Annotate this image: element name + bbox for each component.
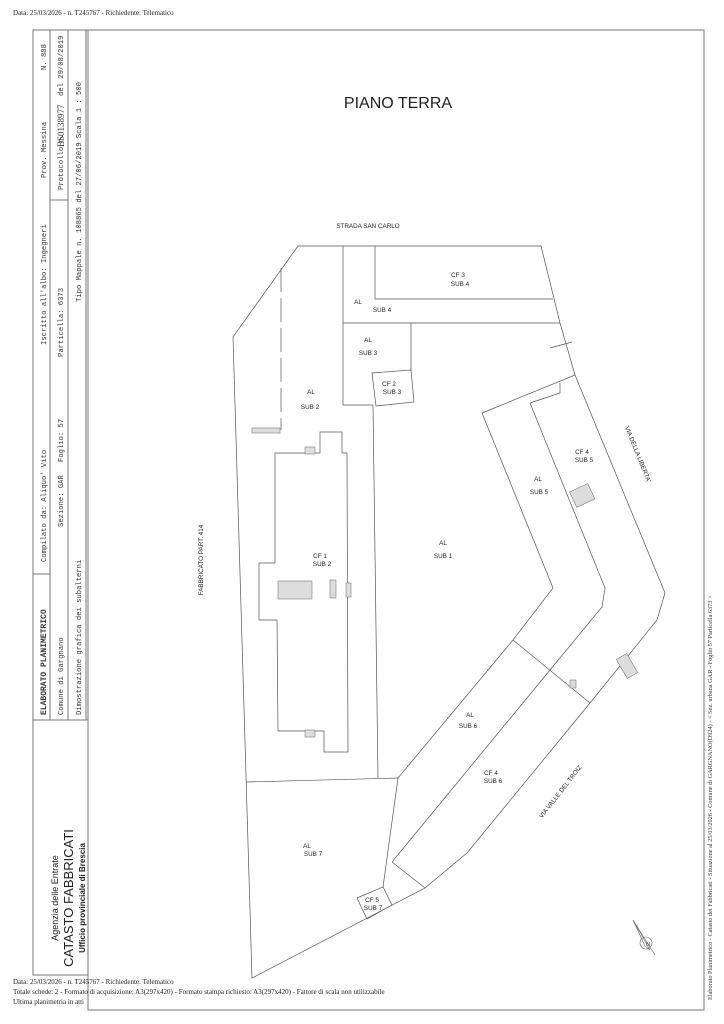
dimostrazione: Dimostrazione grafica dei subalterni bbox=[76, 560, 84, 715]
street-south: VIA VALLE DEL TROIZ bbox=[538, 764, 584, 820]
iscritto: Iscritto all'albo: Ingegneri bbox=[41, 224, 49, 345]
protocollo-date: del 29/08/2019 bbox=[58, 36, 66, 96]
catasto-title: CATASTO FABBRICATI bbox=[61, 829, 76, 967]
room-labels: CF 3 SUB 4 AL SUB 4 AL SUB 3 CF 2 SUB 3 … bbox=[301, 272, 594, 912]
street-west: FABBRICATO PART. 414 bbox=[198, 524, 205, 595]
room-label: SUB 4 bbox=[373, 307, 392, 314]
room-label: SUB 7 bbox=[364, 905, 383, 912]
plan-title: PIANO TERRA bbox=[344, 95, 453, 112]
room-label: AL bbox=[534, 476, 542, 483]
top-header: Data: 25/03/2026 - n. T245767 - Richiede… bbox=[13, 9, 174, 17]
north-label: N bbox=[646, 942, 650, 948]
sezione: Sezione: GAR bbox=[58, 475, 66, 527]
room-label: AL bbox=[439, 540, 447, 547]
room-label: SUB 3 bbox=[383, 389, 402, 396]
footer-line-2: Totale schede: 2 - Formato di acquisizio… bbox=[13, 988, 385, 996]
room-label: CF 2 bbox=[382, 381, 396, 388]
street-east: VIA DELLA LIBERTA' bbox=[623, 425, 652, 483]
room-label: SUB 1 bbox=[434, 553, 453, 560]
room-label: AL bbox=[354, 299, 362, 306]
room-label: AL bbox=[364, 337, 372, 344]
side-note: Elaborato Planimetrico - Catasto dei Fab… bbox=[707, 595, 714, 1000]
compilato: Compilato da: Aliquo' Vito bbox=[41, 450, 49, 562]
room-label: SUB 2 bbox=[301, 404, 320, 411]
prov: Prov. Messina bbox=[41, 121, 49, 178]
comune: Comune di Gargnano bbox=[58, 637, 66, 715]
room-label: AL bbox=[307, 389, 315, 396]
protocollo-num: BS0138977 bbox=[56, 104, 66, 147]
room-label: SUB 6 bbox=[459, 723, 478, 730]
numero: N. 888 bbox=[41, 44, 49, 70]
street-north: STRADA SAN CARLO bbox=[336, 223, 399, 230]
doc-type: ELABORATO PLANIMETRICO bbox=[40, 609, 49, 715]
room-label: SUB 5 bbox=[575, 457, 594, 464]
stairs bbox=[251, 427, 639, 738]
ufficio: Ufficio provinciale di Brescia bbox=[78, 843, 87, 953]
room-label: CF 5 bbox=[365, 897, 379, 904]
tipo-mappale: Tipo Mappale n. 108865 del 27/06/2019 Sc… bbox=[76, 82, 84, 302]
room-label: CF 1 bbox=[313, 553, 327, 560]
room-label: SUB 4 bbox=[451, 281, 470, 288]
protocollo-label: Protocollo n. bbox=[58, 134, 66, 190]
room-label: SUB 5 bbox=[530, 489, 549, 496]
room-label: SUB 2 bbox=[313, 561, 332, 568]
plan-outline bbox=[232, 245, 666, 979]
footer-line-3: Ultima planimetria in atti bbox=[13, 998, 84, 1006]
title-block-frame bbox=[32, 29, 89, 976]
room-label: SUB 6 bbox=[484, 778, 503, 785]
room-label: CF 3 bbox=[451, 272, 465, 279]
foglio: Foglio: 57 bbox=[58, 419, 66, 462]
north-arrow-icon: N bbox=[632, 919, 656, 956]
sheet-frame bbox=[87, 29, 705, 1011]
room-label: SUB 7 bbox=[304, 851, 323, 858]
room-label: CF 4 bbox=[484, 770, 498, 777]
room-label: AL bbox=[303, 843, 311, 850]
footer-line-1: Data: 25/03/2026 - n. T245767 - Richiede… bbox=[13, 978, 174, 986]
agency-name: Agenzia delle Entrate bbox=[50, 855, 60, 941]
room-label: AL bbox=[466, 712, 474, 719]
particella: Particella: 6373 bbox=[58, 288, 66, 357]
room-label: CF 4 bbox=[575, 449, 589, 456]
room-label: SUB 3 bbox=[359, 350, 378, 357]
